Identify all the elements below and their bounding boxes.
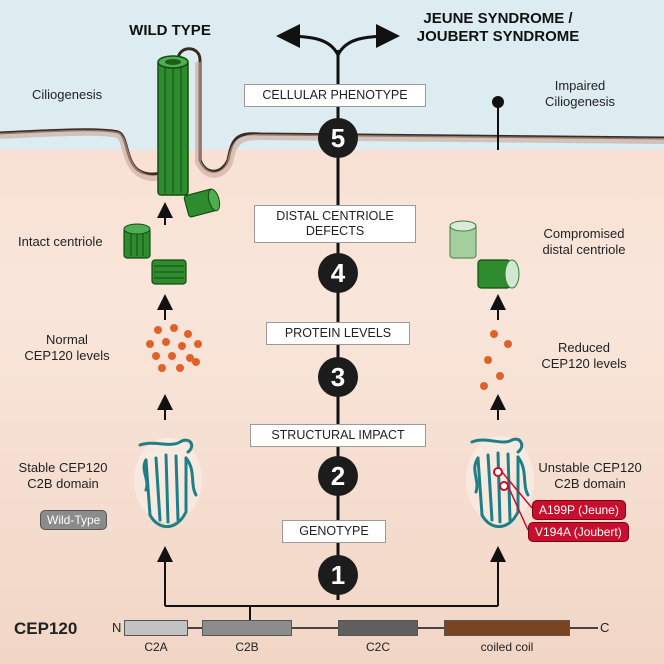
step-4-label: DISTAL CENTRIOLE DEFECTS (254, 205, 416, 243)
unstable-c2b-structure-icon (466, 436, 534, 529)
step-3-circle: 3 (318, 357, 358, 397)
intact-centriole-label: Intact centriole (18, 234, 103, 249)
stable-domain-label: Stable CEP120 C2B domain (8, 460, 118, 493)
step-5-label: CELLULAR PHENOTYPE (244, 84, 426, 107)
wild-type-header: WILD TYPE (129, 22, 211, 39)
domain-c2a-label: C2A (144, 640, 168, 654)
step-1-label: GENOTYPE (282, 520, 386, 543)
domain-c2c (338, 620, 418, 636)
step-4-label-line2: DEFECTS (305, 224, 365, 238)
step-5-circle: 5 (318, 118, 358, 158)
disease-header-line1: JEUNE SYNDROME / (423, 10, 573, 27)
mutation-badge-v194a: V194A (Joubert) (528, 522, 629, 542)
gene-name: CEP120 (14, 619, 78, 638)
cilium-axoneme-icon (157, 55, 189, 196)
inhibition-stop-icon (492, 96, 504, 108)
unstable-domain-line2: C2B domain (554, 476, 626, 492)
step-5-label-text: CELLULAR PHENOTYPE (262, 88, 408, 102)
step-1-circle: 1 (318, 555, 358, 595)
unstable-domain-line1: Unstable CEP120 (538, 460, 642, 475)
ciliogenesis-label: Ciliogenesis (32, 87, 103, 102)
step-3-label-text: PROTEIN LEVELS (284, 326, 392, 340)
wild-type-badge: Wild-Type (40, 510, 108, 530)
normal-levels-label: Normal CEP120 levels (14, 332, 120, 365)
step-1-label-text: GENOTYPE (299, 524, 369, 538)
cep120-dots-reduced (480, 330, 512, 390)
c-terminus-label: C (600, 620, 610, 635)
step-2-circle: 2 (318, 456, 358, 496)
domain-c2b (202, 620, 292, 636)
impaired-ciliogenesis-line2: Ciliogenesis (544, 94, 616, 110)
compromised-centriole-line1: Compromised (543, 226, 625, 241)
mutation-site-a199p (493, 467, 503, 477)
domain-coiled-coil (444, 620, 570, 636)
reduced-levels-line2: CEP120 levels (541, 356, 627, 372)
mutation-badge-a199p: A199P (Jeune) (532, 500, 626, 520)
step-3-label: PROTEIN LEVELS (266, 322, 410, 345)
reduced-levels-label: Reduced CEP120 levels (526, 340, 642, 373)
domain-coiled-coil-label: coiled coil (480, 640, 534, 654)
mutation-site-v194a (499, 481, 509, 491)
domain-c2c-label: C2C (365, 640, 390, 654)
stable-domain-line1: Stable CEP120 (18, 460, 108, 475)
compromised-centriole-icon (449, 220, 520, 289)
step-2-label-text: STRUCTURAL IMPACT (271, 428, 405, 442)
reduced-levels-line1: Reduced (557, 340, 611, 355)
step-4-label-line1: DISTAL CENTRIOLE (276, 209, 394, 223)
step-4-circle: 4 (318, 253, 358, 293)
intact-centriole-icon (123, 223, 187, 285)
stable-c2b-structure-icon (134, 438, 202, 529)
n-terminus-label: N (112, 620, 122, 635)
impaired-ciliogenesis-line1: Impaired (554, 78, 606, 93)
disease-header-line2: JOUBERT SYNDROME (416, 28, 580, 45)
normal-levels-line1: Normal (46, 332, 88, 347)
cep120-dots-normal (146, 324, 202, 372)
unstable-domain-label: Unstable CEP120 C2B domain (530, 460, 650, 493)
impaired-ciliogenesis-label: Impaired Ciliogenesis (528, 78, 632, 111)
step-2-label: STRUCTURAL IMPACT (250, 424, 426, 447)
compromised-centriole-label: Compromised distal centriole (524, 226, 644, 259)
disease-header: JEUNE SYNDROME / JOUBERT SYNDROME (388, 10, 608, 46)
stable-domain-line2: C2B domain (27, 476, 99, 492)
daughter-centriole-icon (183, 188, 221, 218)
domain-c2b-label: C2B (235, 640, 259, 654)
domain-c2a (124, 620, 188, 636)
normal-levels-line2: CEP120 levels (24, 348, 110, 364)
compromised-centriole-line2: distal centriole (542, 242, 626, 258)
